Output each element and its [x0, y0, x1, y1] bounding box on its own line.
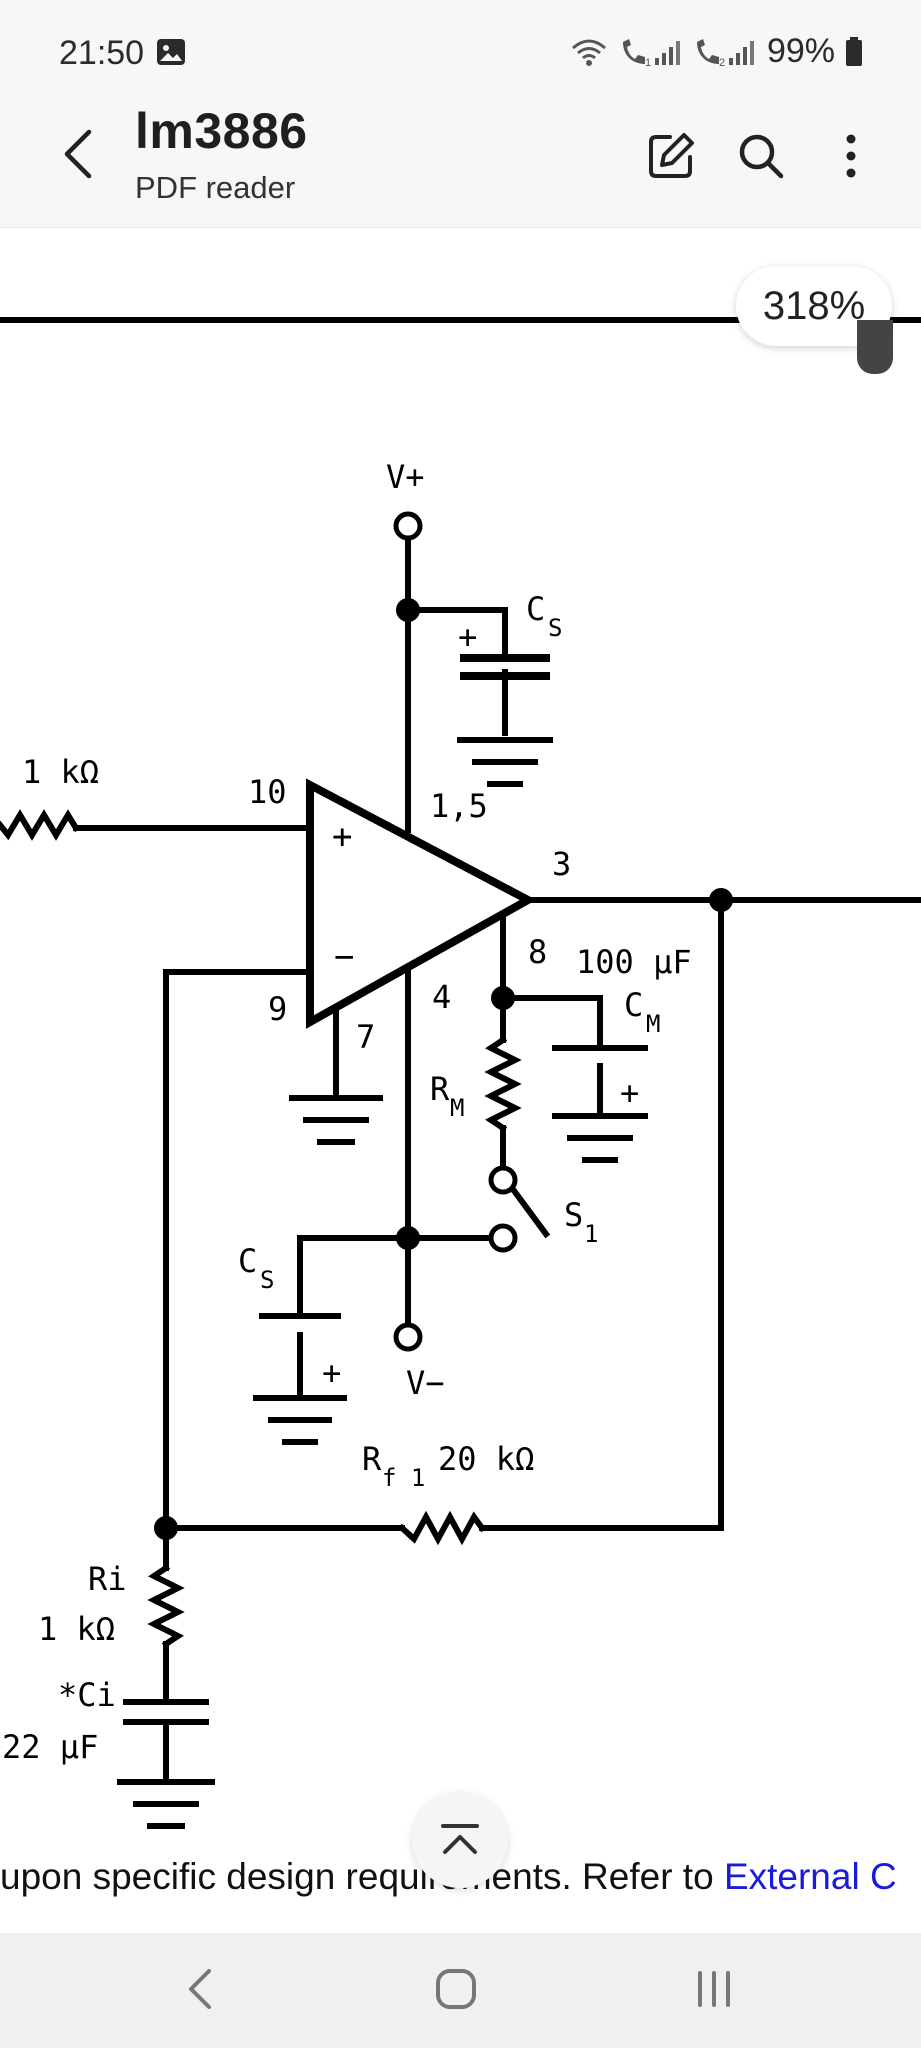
label-s1: S — [564, 1196, 583, 1234]
back-nav-icon — [189, 1969, 211, 2009]
document-text-line: upon specific design requirements. Refer… — [0, 1856, 897, 1898]
label-cm-sub: M — [646, 1010, 660, 1038]
label-pin-9: 9 — [268, 990, 287, 1028]
appbar-actions — [641, 126, 881, 186]
battery-percent: 99% — [766, 32, 835, 70]
signal-sim1-icon: 1 — [622, 38, 680, 68]
label-cs-top-sub: S — [548, 614, 562, 642]
signal-sim2-icon: 2 — [696, 38, 754, 68]
recents-nav-icon — [698, 1971, 730, 2007]
scroll-to-top-icon — [441, 1824, 479, 1854]
label-rf1: R — [362, 1440, 382, 1478]
system-navigation-bar — [0, 1933, 921, 2048]
nav-home-button[interactable] — [416, 1957, 496, 2021]
label-pin-10: 10 — [248, 773, 287, 811]
label-rf1-value: 20 kΩ — [438, 1440, 534, 1478]
label-rf1-sub: f 1 — [382, 1464, 425, 1492]
document-title: lm3886 — [135, 103, 308, 159]
fast-scroll-handle[interactable] — [857, 320, 893, 374]
status-icons: 1 2 99% — [569, 32, 863, 71]
amplifier-schematic: V+ V− C S + 1 kΩ 10 1,5 3 8 4 9 7 + − 10… — [0, 317, 921, 1829]
status-time: 21:50 — [59, 34, 145, 72]
nav-back-button[interactable] — [160, 1957, 240, 2021]
label-ci: *Ci — [58, 1676, 116, 1714]
label-cm: C — [624, 986, 643, 1024]
label-cm-plus: + — [620, 1074, 639, 1112]
more-options-button[interactable] — [821, 126, 881, 186]
label-s1-sub: 1 — [584, 1220, 598, 1248]
home-nav-icon — [436, 1969, 476, 2009]
label-pin-8: 8 — [528, 933, 547, 971]
search-icon — [739, 134, 784, 179]
label-cs-top-plus: + — [458, 618, 477, 656]
external-link[interactable]: External C — [723, 1856, 897, 1897]
gallery-icon — [157, 39, 185, 65]
label-cs-bottom: C — [238, 1242, 257, 1280]
label-cs-bottom-plus: + — [322, 1354, 341, 1392]
label-pin-1-5: 1,5 — [430, 787, 488, 825]
label-noninverting: + — [332, 817, 352, 857]
svg-text:2: 2 — [719, 57, 725, 68]
scroll-to-top-button[interactable] — [412, 1792, 508, 1888]
label-ci-value: 22 μF — [2, 1728, 98, 1766]
label-ri: Ri — [88, 1560, 127, 1598]
label-cs-bottom-sub: S — [260, 1266, 274, 1294]
search-button[interactable] — [731, 126, 791, 186]
app-bar: lm3886 PDF reader — [0, 100, 921, 228]
more-options-icon — [846, 134, 856, 178]
label-vplus: V+ — [386, 458, 425, 496]
status-bar: 21:50 1 2 99% — [0, 0, 921, 100]
label-cs-top: C — [526, 590, 545, 628]
chevron-left-icon — [64, 129, 92, 179]
label-inverting: − — [334, 937, 354, 977]
back-button[interactable] — [50, 124, 106, 184]
pdf-viewer[interactable]: V+ V− C S + 1 kΩ 10 1,5 3 8 4 9 7 + − 10… — [0, 229, 921, 1933]
label-ri-value: 1 kΩ — [38, 1610, 115, 1648]
label-input-resistor: 1 kΩ — [22, 753, 99, 791]
edit-button[interactable] — [641, 126, 701, 186]
label-rm-sub: M — [450, 1094, 464, 1122]
label-rm: R — [430, 1070, 450, 1108]
label-pin-3: 3 — [552, 845, 571, 883]
document-subtitle: PDF reader — [135, 170, 296, 205]
nav-recents-button[interactable] — [674, 1957, 754, 2021]
label-pin-7: 7 — [356, 1018, 375, 1056]
svg-text:1: 1 — [645, 57, 651, 68]
edit-icon — [649, 133, 694, 178]
label-pin-4: 4 — [432, 978, 451, 1016]
label-cm-value: 100 μF — [576, 943, 692, 981]
battery-icon — [846, 36, 862, 66]
label-vminus: V− — [406, 1364, 445, 1402]
document-text: upon specific design requirements. Refer… — [0, 1856, 724, 1897]
wifi-calling-icon — [571, 39, 606, 66]
